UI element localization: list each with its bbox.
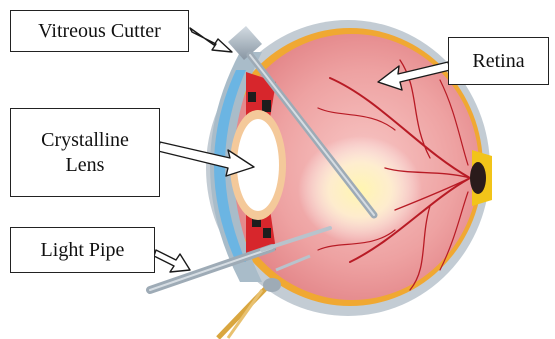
label-crystalline-lens-line2: Lens	[66, 153, 105, 178]
light-fiber-cable	[218, 286, 268, 338]
label-vitreous-cutter: Vitreous Cutter	[10, 10, 189, 52]
optic-nerve	[470, 150, 492, 206]
arrow-vitreous-cutter	[190, 28, 232, 52]
label-crystalline-lens: Crystalline Lens	[10, 108, 160, 197]
arrow-light-pipe	[154, 250, 190, 272]
label-vitreous-cutter-text: Vitreous Cutter	[38, 19, 161, 44]
label-retina: Retina	[448, 37, 549, 85]
label-retina-text: Retina	[472, 49, 524, 74]
label-light-pipe: Light Pipe	[10, 227, 155, 273]
label-light-pipe-text: Light Pipe	[41, 238, 125, 263]
label-crystalline-lens-line1: Crystalline	[41, 128, 129, 153]
